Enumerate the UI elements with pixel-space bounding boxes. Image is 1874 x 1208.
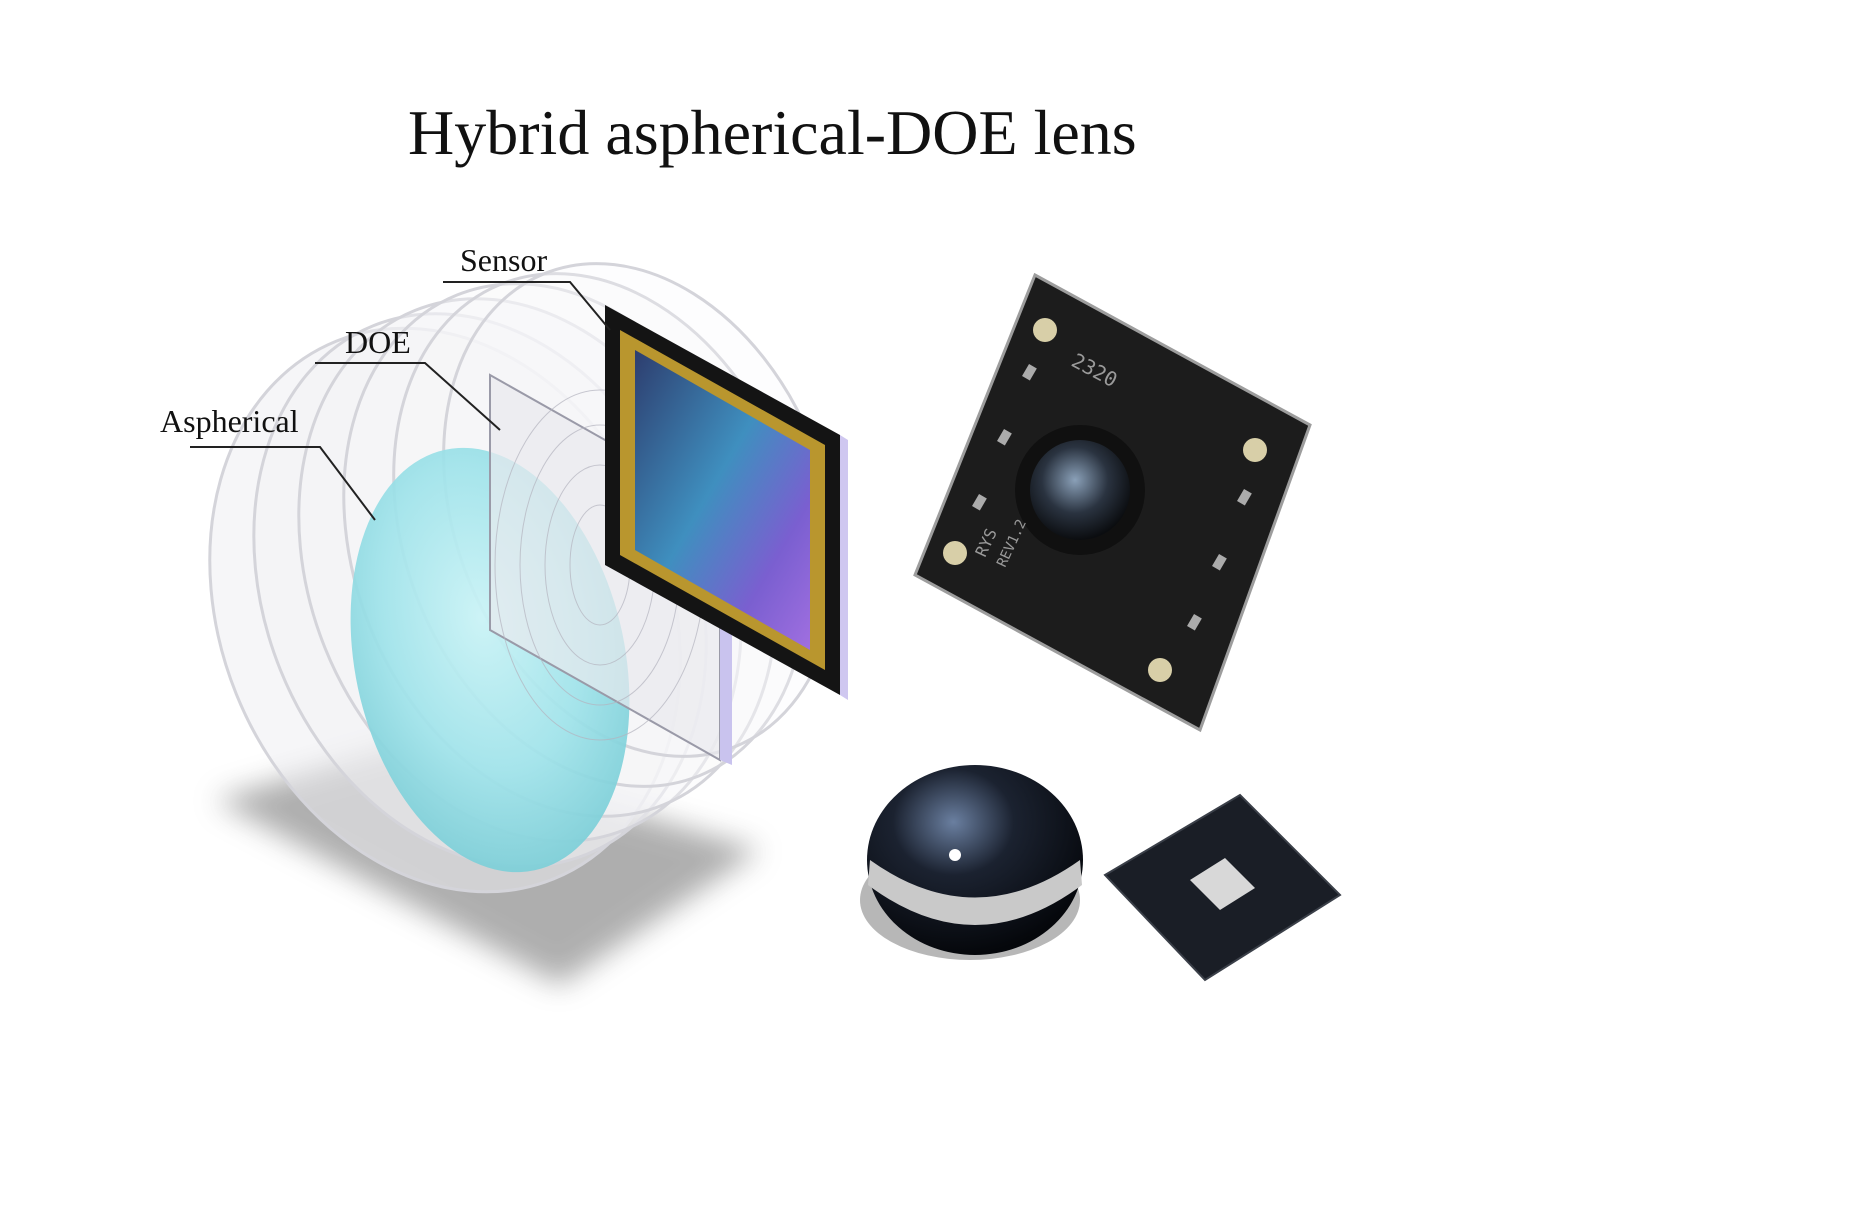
aspherical-label: Aspherical [160,403,299,439]
doe-chip [1103,793,1342,982]
doe-label: DOE [345,324,411,360]
pcb-mounting-holes [943,318,1267,682]
doe-leader-line [315,362,501,431]
camera-pcb-module: 2320 RYS REV1.2 [913,272,1312,733]
image-sensor [605,305,848,700]
sensor-label: Sensor [460,242,548,278]
aspherical-leader-line [190,446,376,521]
label-leader-lines [190,281,611,521]
glass-dome-lens [860,765,1083,960]
pcb-pads [972,363,1252,631]
figure-title: Hybrid aspherical-DOE lens [408,97,1137,168]
sensor-leader-line [443,281,611,331]
